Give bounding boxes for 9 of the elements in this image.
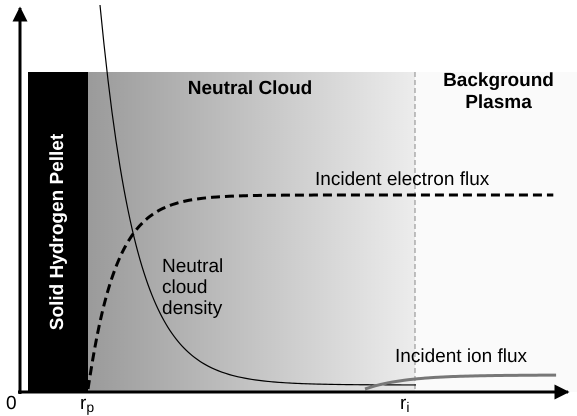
region-title: Background Plasma [442, 70, 555, 114]
region-title: Neutral Cloud [186, 78, 314, 100]
tick-label: 0 [6, 395, 17, 412]
region-title: Solid Hydrogen Pellet [47, 132, 69, 332]
curve-label: Neutral cloud density [162, 256, 224, 319]
curve-label: Incident ion flux [395, 346, 528, 367]
curve-label: Incident electron flux [315, 169, 490, 190]
tick-label: r$_{i}$ [400, 395, 410, 412]
pellet-band [28, 72, 88, 392]
